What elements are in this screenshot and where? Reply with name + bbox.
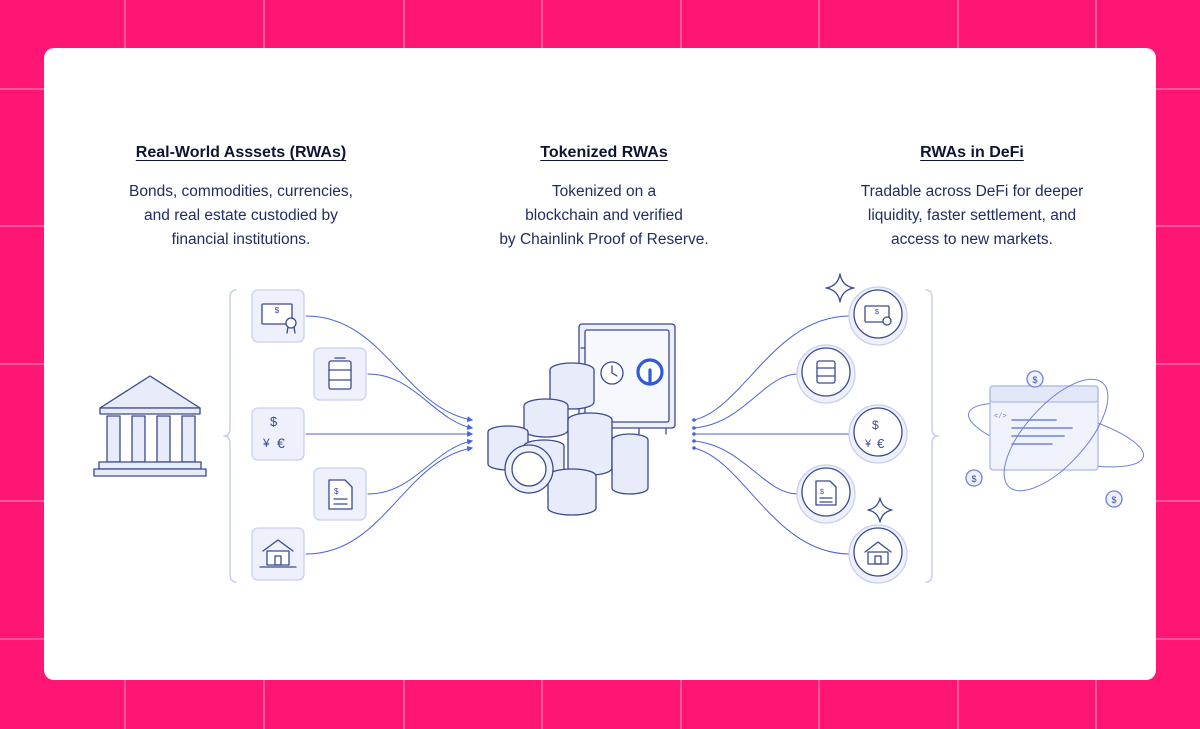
svg-text:¥: ¥ xyxy=(262,436,270,450)
description-line: Tokenized on a xyxy=(551,183,657,200)
column-description: Bonds, commodities, currencies, and real… xyxy=(96,180,386,252)
description-line: and real estate custodied by xyxy=(144,207,338,224)
document-icon: $ xyxy=(313,467,367,521)
description-line: liquidity, faster settlement, and xyxy=(867,207,1077,224)
description-line: access to new markets. xyxy=(891,231,1053,248)
svg-text:$: $ xyxy=(872,418,879,432)
description-line: Bonds, commodities, currencies, xyxy=(129,183,353,200)
column-title: Tokenized RWAs xyxy=(540,144,668,161)
description-line: blockchain and verified xyxy=(525,207,683,224)
column-description: Tradable across DeFi for deeper liquidit… xyxy=(822,180,1122,252)
diagram-illustration: $ $ ¥ € $ xyxy=(93,273,1145,584)
column-title: RWAs in DeFi xyxy=(920,144,1024,161)
svg-text:$: $ xyxy=(334,487,339,496)
currency-icon: $ ¥ € xyxy=(251,407,305,461)
flow-lines-in xyxy=(305,315,474,555)
column-title: Real-World Asssets (RWAs) xyxy=(135,144,347,161)
flow-lines-out xyxy=(692,315,851,555)
currency-icon: $ ¥ € xyxy=(848,404,908,464)
certificate-icon: $ xyxy=(251,289,305,343)
barrel-icon xyxy=(313,347,367,401)
description-line: financial institutions. xyxy=(171,231,311,248)
svg-text:$: $ xyxy=(275,306,280,315)
dollar-coin-icon: $ xyxy=(965,469,983,487)
column-description: Tokenized on a blockchain and verified b… xyxy=(469,180,739,252)
house-icon xyxy=(251,527,305,581)
column-tokenized-rwas: Tokenized RWAs Tokenized on a blockchain… xyxy=(469,144,739,252)
browser-window-icon: </> xyxy=(967,378,1145,492)
svg-text:$: $ xyxy=(875,309,879,316)
svg-text:€: € xyxy=(877,436,885,451)
barrel-icon xyxy=(796,344,856,404)
description-line: Tradable across DeFi for deeper xyxy=(860,183,1084,200)
svg-text:€: € xyxy=(277,435,285,451)
certificate-icon: $ xyxy=(848,286,908,346)
svg-text:</>: </> xyxy=(994,413,1007,421)
house-icon xyxy=(848,524,908,584)
bank-icon xyxy=(93,375,207,477)
coin-stack-icon xyxy=(487,362,649,516)
bracket xyxy=(223,289,237,583)
column-real-world-assets: Real-World Asssets (RWAs) Bonds, commodi… xyxy=(96,144,386,252)
svg-text:$: $ xyxy=(971,474,976,484)
svg-text:$: $ xyxy=(270,414,278,429)
diagram-card: Real-World Asssets (RWAs) Bonds, commodi… xyxy=(44,48,1156,680)
description-line: by Chainlink Proof of Reserve. xyxy=(499,231,709,248)
sparkle-icon xyxy=(825,273,855,303)
svg-text:$: $ xyxy=(820,489,824,496)
sparkle-icon xyxy=(867,497,893,523)
svg-text:$: $ xyxy=(1032,375,1037,385)
document-icon: $ xyxy=(796,464,856,524)
dollar-coin-icon: $ xyxy=(1026,370,1044,388)
dollar-coin-icon: $ xyxy=(1105,490,1123,508)
svg-text:¥: ¥ xyxy=(864,438,872,450)
bracket xyxy=(925,289,939,583)
column-rwas-in-defi: RWAs in DeFi Tradable across DeFi for de… xyxy=(822,144,1122,252)
svg-text:$: $ xyxy=(1111,495,1116,505)
